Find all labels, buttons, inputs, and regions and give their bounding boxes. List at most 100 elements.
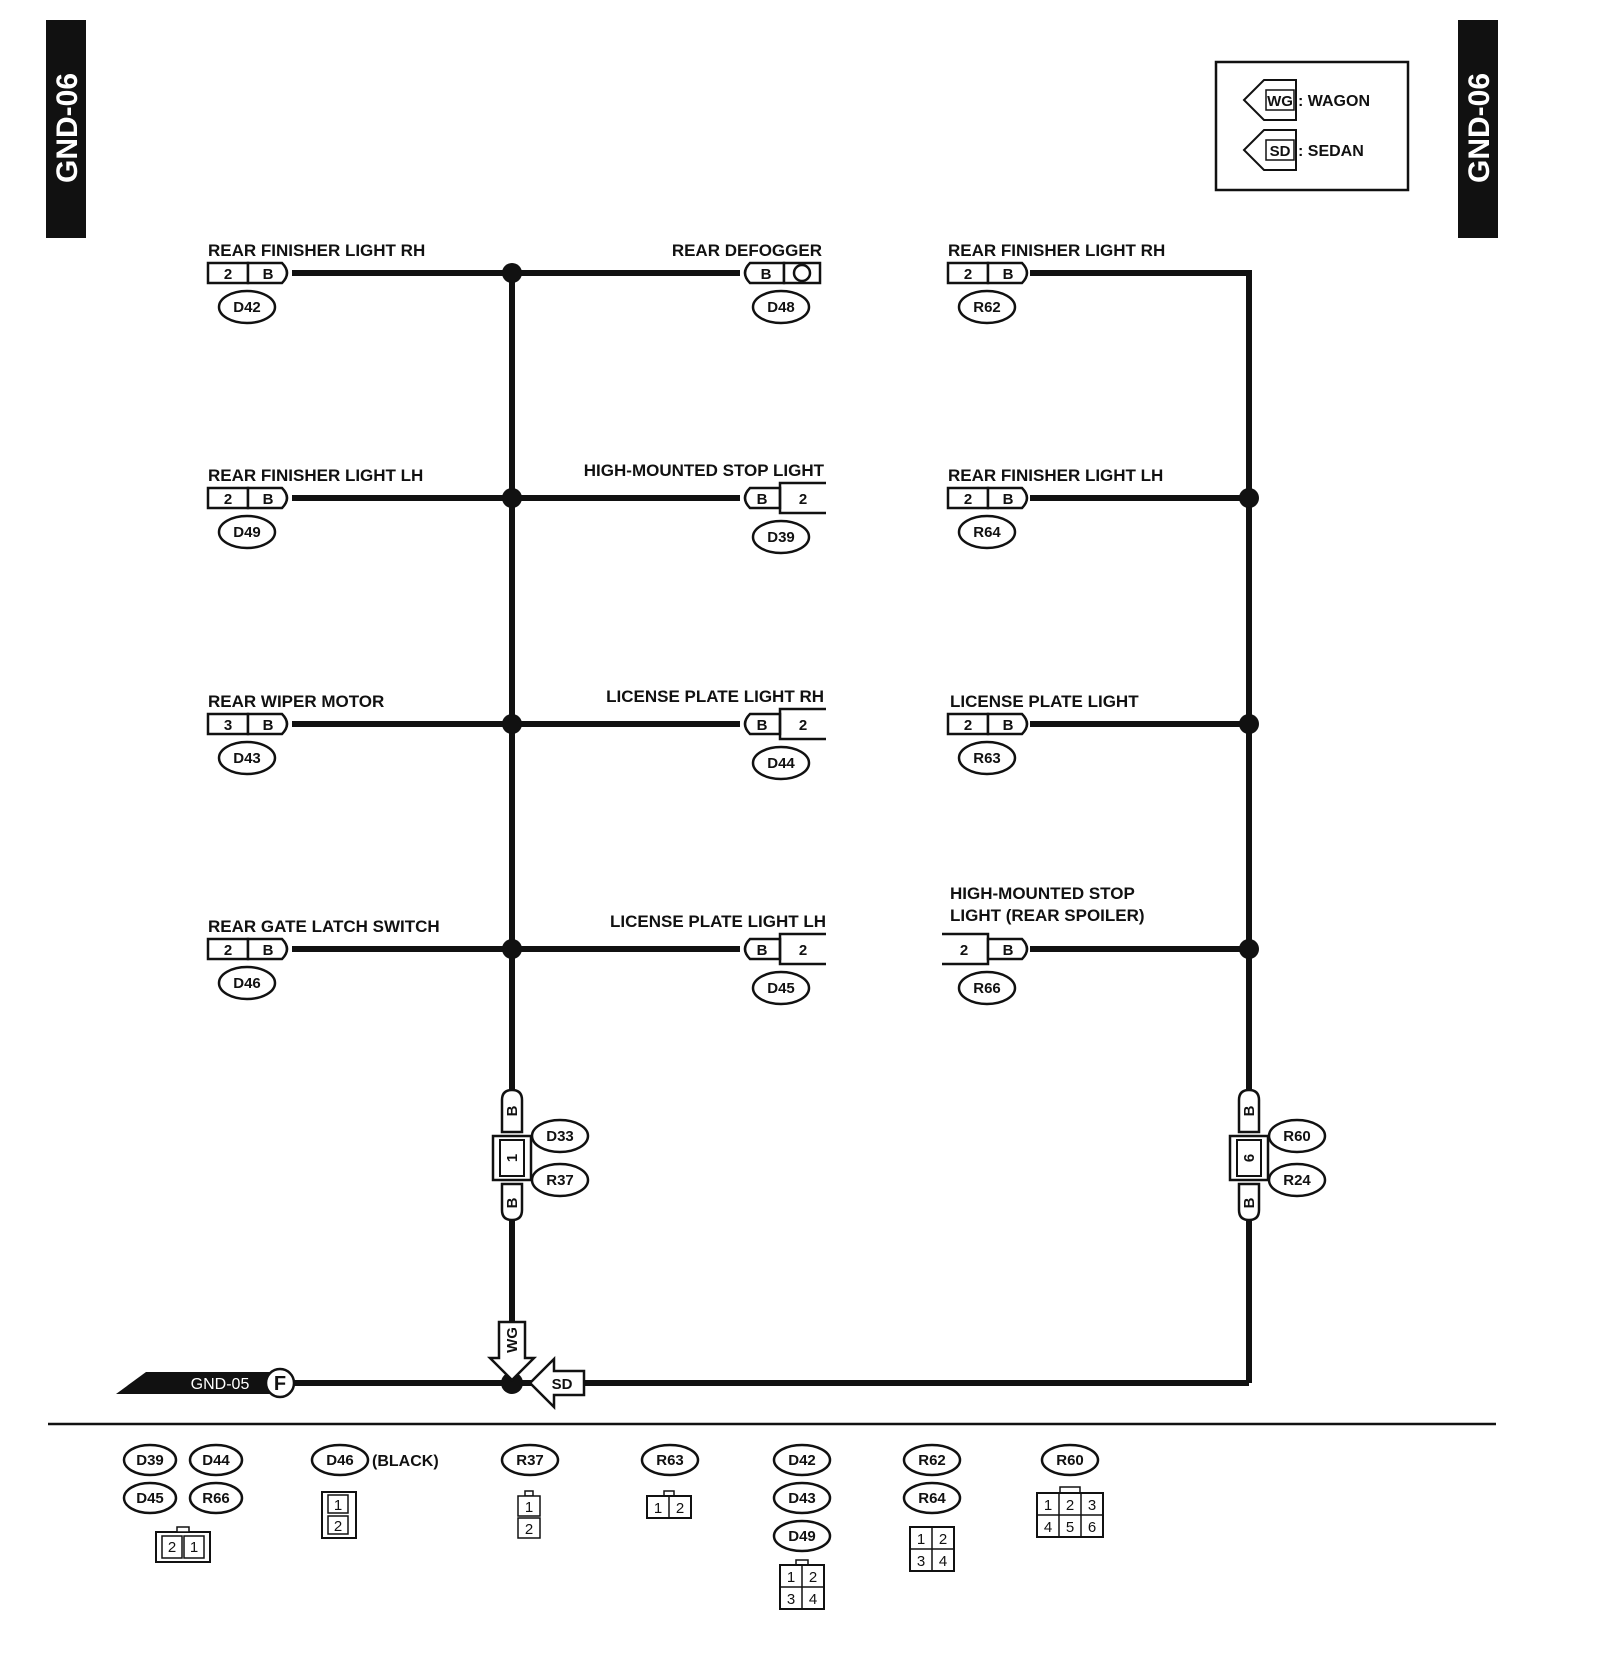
component-d48: REAR DEFOGGER B D48 <box>672 241 822 325</box>
legend-wagon-tag: WG <box>1267 93 1293 110</box>
pin-label: B <box>504 1197 521 1208</box>
component-d42: REAR FINISHER LIGHT RH 2 B D42 <box>206 241 425 325</box>
connector-id: R66 <box>973 980 1001 997</box>
pin-cell: 2 <box>676 1500 684 1517</box>
component-d45: LICENSE PLATE LIGHT LH B 2 D45 <box>610 912 826 1006</box>
pin-cell: 1 <box>917 1531 925 1548</box>
junction-dots <box>501 263 1259 1394</box>
wagon-arrow-tag: WG <box>504 1327 521 1353</box>
component-label: LICENSE PLATE LIGHT <box>950 692 1139 711</box>
component-label: REAR FINISHER LIGHT RH <box>948 241 1165 260</box>
pin-cell: 4 <box>939 1553 947 1570</box>
pin-cell: 2 <box>1066 1497 1074 1514</box>
connector-view-id: R66 <box>202 1490 230 1507</box>
pin-label: 2 <box>960 942 968 959</box>
pin-cell: 3 <box>787 1591 795 1608</box>
connector-view-id: R62 <box>918 1452 946 1469</box>
pin-label: B <box>263 942 274 959</box>
pin-label: 6 <box>1241 1154 1258 1162</box>
component-label-line1: HIGH-MOUNTED STOP <box>950 884 1135 903</box>
pin-label: 1 <box>504 1154 521 1162</box>
connector-id: D49 <box>233 524 261 541</box>
connector-view-id: D39 <box>136 1452 164 1469</box>
page-code-right: GND-06 <box>1463 73 1496 183</box>
pin-label: 2 <box>224 491 232 508</box>
legend-sedan-tag: SD <box>1270 143 1291 160</box>
pin-label: B <box>757 717 768 734</box>
pin-label: B <box>263 717 274 734</box>
connector-id: D44 <box>767 755 795 772</box>
connector-view-r60: R60 1 2 3 4 5 6 <box>1036 1443 1104 1538</box>
pin-label: 3 <box>224 717 232 734</box>
component-label: REAR FINISHER LIGHT RH <box>208 241 425 260</box>
connector-view-id: R60 <box>1056 1452 1084 1469</box>
connector-view-note: (BLACK) <box>372 1453 439 1470</box>
pin-label: B <box>761 266 772 283</box>
connector-view-r37: R37 1 2 <box>500 1443 560 1539</box>
legend-wagon: WG : WAGON <box>1242 79 1370 121</box>
component-r64: REAR FINISHER LIGHT LH 2 B R64 <box>946 466 1163 550</box>
pin-cell: 2 <box>525 1521 533 1538</box>
wagon-down-arrow: WG <box>486 1320 538 1382</box>
pin-label: B <box>1241 1105 1258 1116</box>
wires <box>292 270 1252 1386</box>
component-label: HIGH-MOUNTED STOP LIGHT <box>584 461 825 480</box>
connector-view-d42-d43-d49: D42 D43 D49 1 2 3 4 <box>772 1443 832 1610</box>
pin-label: B <box>1003 491 1014 508</box>
component-r62: REAR FINISHER LIGHT RH 2 B R62 <box>946 241 1165 325</box>
component-label: REAR GATE LATCH SWITCH <box>208 917 440 936</box>
component-d39: HIGH-MOUNTED STOP LIGHT B 2 D39 <box>584 461 826 555</box>
connector-view-id: D46 <box>326 1452 354 1469</box>
pin-label: B <box>1003 942 1014 959</box>
pin-cell: 4 <box>809 1591 817 1608</box>
component-r63: LICENSE PLATE LIGHT 2 B R63 <box>946 692 1139 776</box>
component-d49: REAR FINISHER LIGHT LH 2 B D49 <box>206 466 423 550</box>
page-code-tab-left: GND-06 <box>46 20 86 238</box>
connector-id: D45 <box>767 980 795 997</box>
pin-cell: 2 <box>168 1539 176 1556</box>
connector-view-id: D44 <box>202 1452 230 1469</box>
pin-label: B <box>757 942 768 959</box>
connector-view-id: R64 <box>918 1490 946 1507</box>
connector-id: D46 <box>233 975 261 992</box>
connector-id: D39 <box>767 529 795 546</box>
pin-cell: 3 <box>917 1553 925 1570</box>
component-r66: HIGH-MOUNTED STOP LIGHT (REAR SPOILER) 2… <box>942 884 1145 1006</box>
connector-view-id: D45 <box>136 1490 164 1507</box>
legend-box: WG : WAGON SD : SEDAN <box>1214 60 1410 192</box>
pin-label: B <box>263 266 274 283</box>
connector-id: R64 <box>973 524 1001 541</box>
component-label: REAR DEFOGGER <box>672 241 822 260</box>
pin-cell: 1 <box>654 1500 662 1517</box>
page-code-tab-right: GND-06 <box>1458 20 1498 238</box>
pin-label: 2 <box>964 266 972 283</box>
pin-label: B <box>757 491 768 508</box>
pin-label: 2 <box>964 717 972 734</box>
connector-id: R37 <box>546 1172 574 1189</box>
component-label: LICENSE PLATE LIGHT LH <box>610 912 826 931</box>
pin-label: 2 <box>224 266 232 283</box>
joint-connector-r60-r24: B 6 B R60 R24 <box>1228 1088 1327 1222</box>
pin-label: B <box>1003 266 1014 283</box>
connector-view-r62-r64: R62 R64 1 2 3 4 <box>902 1443 962 1572</box>
pin-label: B <box>1241 1197 1258 1208</box>
pin-label: B <box>263 491 274 508</box>
ground-ref-label: GND-05 <box>191 1376 250 1393</box>
pin-label: B <box>504 1105 521 1116</box>
pin-cell: 1 <box>190 1539 198 1556</box>
legend-sedan-label: : SEDAN <box>1298 143 1364 160</box>
connector-view-d39-d44-d45-r66: D39 D44 D45 R66 2 1 <box>122 1443 244 1563</box>
component-label: REAR WIPER MOTOR <box>208 692 384 711</box>
component-label: REAR FINISHER LIGHT LH <box>948 466 1163 485</box>
connector-id: R63 <box>973 750 1001 767</box>
connector-view-id: R37 <box>516 1452 544 1469</box>
connector-id: D42 <box>233 299 261 316</box>
pin-cell: 3 <box>1088 1497 1096 1514</box>
connector-view-d46: D46 (BLACK) 1 2 <box>310 1443 439 1539</box>
pin-label: 2 <box>964 491 972 508</box>
component-d44: LICENSE PLATE LIGHT RH B 2 D44 <box>606 687 826 781</box>
component-d43: REAR WIPER MOTOR 3 B D43 <box>206 692 384 776</box>
connector-id: D43 <box>233 750 261 767</box>
ground-point-label: F <box>274 1373 286 1395</box>
